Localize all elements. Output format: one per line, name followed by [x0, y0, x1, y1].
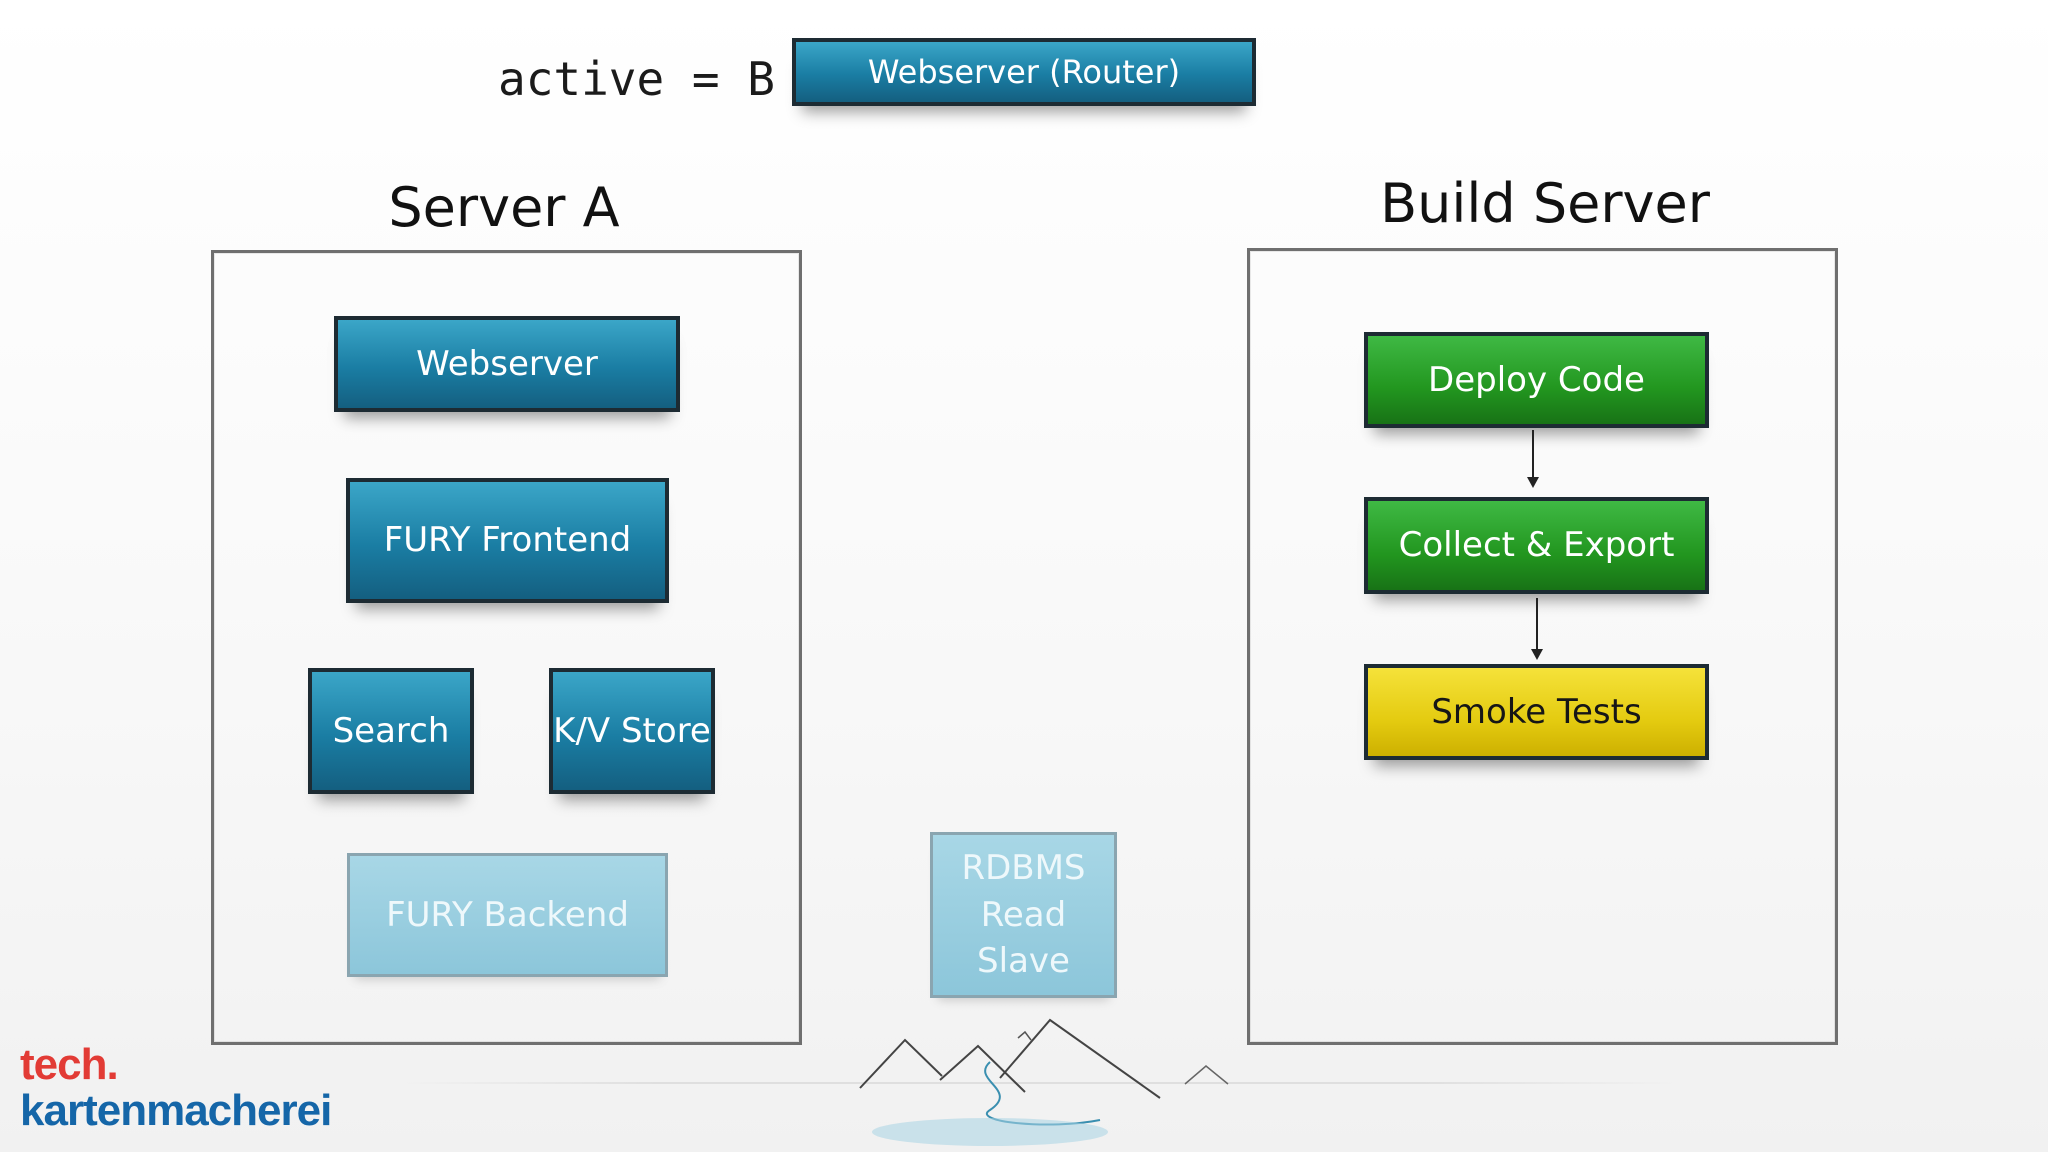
- deploy-code-box: Deploy Code: [1364, 332, 1709, 428]
- logo-line-1: tech.: [20, 1040, 119, 1089]
- arrow-deploy-to-collect: [1532, 430, 1534, 477]
- ground-line: [400, 1082, 1680, 1084]
- arrow-collect-to-smoke: [1536, 598, 1538, 649]
- router-box: Webserver (Router): [792, 38, 1256, 106]
- company-logo: tech. kartenmacherei: [20, 1040, 332, 1135]
- mountain-illustration: [859, 1018, 1229, 1146]
- smoke-tests-box: Smoke Tests: [1364, 664, 1709, 760]
- logo-line-2: kartenmacherei: [20, 1086, 332, 1135]
- active-indicator: active = B: [498, 52, 775, 106]
- search-box: Search: [308, 668, 474, 794]
- fury-frontend-box: FURY Frontend: [346, 478, 669, 603]
- server-a-title: Server A: [388, 176, 620, 239]
- rdbms-line-1: RDBMS: [961, 847, 1086, 888]
- rdbms-line-3: Slave: [977, 941, 1070, 982]
- fury-backend-box: FURY Backend: [347, 853, 668, 977]
- server-a-frame: [211, 250, 802, 1045]
- webserver-box: Webserver: [334, 316, 680, 412]
- build-server-title: Build Server: [1380, 172, 1710, 235]
- collect-export-box: Collect & Export: [1364, 497, 1709, 594]
- build-server-frame: [1247, 248, 1838, 1045]
- kv-store-box: K/V Store: [549, 668, 715, 794]
- rdbms-read-slave-box: RDBMS Read Slave: [930, 832, 1117, 998]
- arrow-head-2: [1531, 649, 1543, 660]
- rdbms-line-2: Read: [980, 894, 1067, 935]
- arrow-head-1: [1527, 477, 1539, 488]
